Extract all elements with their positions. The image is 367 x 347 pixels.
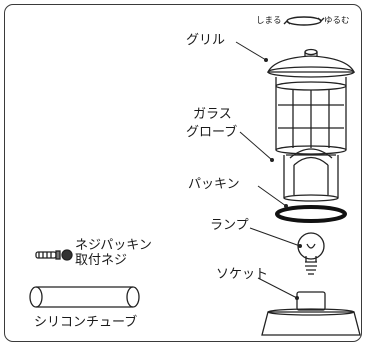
glass-globe-label-2: グローブ <box>186 125 238 140</box>
screw-label-2: 取付ネジ <box>75 253 128 268</box>
socket-base <box>261 291 361 336</box>
rotation-open-label: ゆるむ <box>324 16 350 26</box>
screw-icon <box>35 249 73 261</box>
diagram-frame <box>4 4 362 342</box>
lamp-bulb <box>297 232 325 275</box>
rotation-close-label: しまる <box>256 16 282 26</box>
screw-label-1: ネジパッキン <box>75 238 152 253</box>
silicone-tube-icon <box>29 286 140 308</box>
glass-globe-label-1: ガラス <box>193 107 232 122</box>
packing-label: パッキン <box>188 177 240 192</box>
packing-ring <box>275 205 347 223</box>
socket-label: ソケット <box>216 267 269 282</box>
leader-lines <box>235 41 302 300</box>
grille-cap <box>266 48 356 155</box>
rotation-arrow-icon <box>283 16 325 26</box>
tube-label: シリコンチューブ <box>34 315 138 330</box>
grille-label: グリル <box>186 33 226 48</box>
lamp-label: ランプ <box>210 218 249 233</box>
glass-globe <box>283 148 339 202</box>
